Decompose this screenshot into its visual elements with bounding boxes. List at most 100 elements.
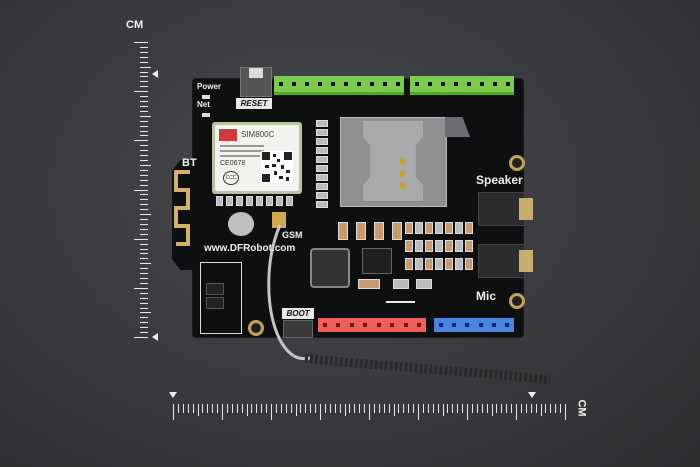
smd-resistor: [445, 222, 453, 234]
serial-jumper-block[interactable]: [200, 262, 242, 334]
module-pad: [246, 196, 253, 206]
reset-button-cap[interactable]: [249, 68, 263, 78]
ruler-tick: [246, 404, 248, 416]
speaker-label: Speaker: [476, 173, 523, 187]
ruler-tick: [134, 91, 148, 93]
top-header-left[interactable]: [274, 76, 404, 95]
ruler-tick: [140, 297, 148, 299]
ruler-tick: [437, 404, 439, 413]
header-pin[interactable]: [465, 323, 470, 327]
header-pin[interactable]: [440, 82, 445, 86]
header-pin[interactable]: [322, 323, 327, 327]
power-header[interactable]: [318, 318, 426, 332]
header-pin[interactable]: [317, 82, 322, 86]
reset-button[interactable]: [240, 67, 272, 97]
ruler-tick: [140, 219, 148, 220]
ruler-tick: [140, 282, 148, 284]
ruler-tick: [462, 404, 464, 413]
header-pin[interactable]: [453, 82, 458, 86]
ruler-tick: [222, 404, 223, 420]
ruler-tick: [140, 56, 148, 58]
ruler-tick: [217, 404, 219, 413]
ruler-tick: [496, 404, 498, 413]
analog-header[interactable]: [434, 318, 514, 332]
header-pin[interactable]: [349, 323, 354, 327]
header-pin[interactable]: [376, 323, 381, 327]
header-pin[interactable]: [505, 323, 510, 327]
power-label: Power: [197, 82, 222, 91]
module-name: SIM800C: [241, 130, 275, 139]
header-pin[interactable]: [369, 82, 374, 86]
smd-capacitor: [374, 222, 384, 240]
header-pin[interactable]: [356, 82, 361, 86]
ufl-connector: [272, 212, 286, 228]
header-pin[interactable]: [466, 82, 471, 86]
module-pad: [216, 196, 223, 206]
sim-card-slot-icon[interactable]: [340, 117, 447, 207]
jumper-cap[interactable]: [206, 297, 224, 309]
ruler-tick: [140, 302, 148, 304]
ruler-tick: [140, 164, 151, 166]
header-pin[interactable]: [478, 323, 483, 327]
ruler-tick: [359, 404, 361, 413]
ruler-tick: [560, 404, 562, 413]
module-pad: [256, 196, 263, 206]
header-pin[interactable]: [427, 82, 432, 86]
header-pin[interactable]: [479, 82, 484, 86]
mic-label: Mic: [476, 289, 497, 303]
header-pin[interactable]: [403, 323, 408, 327]
smd-resistor: [316, 138, 328, 145]
ruler-tick: [140, 145, 148, 147]
header-pin[interactable]: [395, 82, 400, 86]
header-pin[interactable]: [414, 82, 419, 86]
ruler-tick: [378, 404, 380, 413]
buzzer-component: [228, 212, 254, 236]
vertical-ruler: [110, 40, 160, 345]
top-header-right[interactable]: [410, 76, 514, 95]
smd-resistor: [393, 279, 409, 289]
mic-audio-jack-icon[interactable]: [478, 244, 533, 278]
ruler-tick: [481, 404, 483, 413]
header-pin[interactable]: [336, 323, 341, 327]
ruler-tick: [140, 155, 148, 157]
horizontal-ruler: [165, 390, 585, 440]
header-pin[interactable]: [492, 323, 496, 327]
jumper-cap[interactable]: [206, 283, 224, 295]
ruler-tick: [256, 404, 258, 413]
sim-contact: [399, 170, 406, 177]
ruler-tick: [140, 66, 151, 68]
module-pad: [276, 196, 283, 206]
header-pin[interactable]: [278, 82, 283, 86]
sim800c-module: SIM800C CE0678 CCC: [212, 122, 302, 194]
header-pin[interactable]: [291, 82, 296, 86]
ruler-tick: [140, 179, 148, 181]
header-pin[interactable]: [363, 323, 368, 327]
header-pin[interactable]: [343, 82, 348, 86]
smd-resistor: [416, 279, 432, 289]
header-pin[interactable]: [452, 323, 456, 327]
ruler-tick: [140, 322, 148, 324]
ruler-tick: [471, 404, 473, 413]
smd-resistor: [455, 258, 463, 270]
ruler-tick: [140, 199, 148, 201]
ruler-tick: [140, 292, 148, 294]
ruler-tick: [140, 204, 148, 206]
boot-button[interactable]: [283, 320, 313, 338]
sim-contact: [399, 182, 406, 189]
speaker-audio-jack-icon[interactable]: [478, 192, 533, 226]
sim-contact: [399, 158, 406, 165]
ruler-tick: [140, 263, 151, 265]
bt-antenna-icon: [174, 170, 190, 246]
header-pin[interactable]: [417, 323, 422, 327]
header-pin[interactable]: [438, 323, 443, 327]
header-pin[interactable]: [382, 82, 387, 86]
header-pin[interactable]: [492, 82, 497, 86]
header-pin[interactable]: [330, 82, 335, 86]
smd-resistor: [425, 258, 433, 270]
ruler-tick: [373, 404, 375, 413]
ruler-tick: [177, 404, 179, 413]
header-pin[interactable]: [505, 82, 510, 86]
header-pin[interactable]: [304, 82, 309, 86]
smd-resistor: [465, 240, 473, 252]
header-pin[interactable]: [390, 323, 395, 327]
